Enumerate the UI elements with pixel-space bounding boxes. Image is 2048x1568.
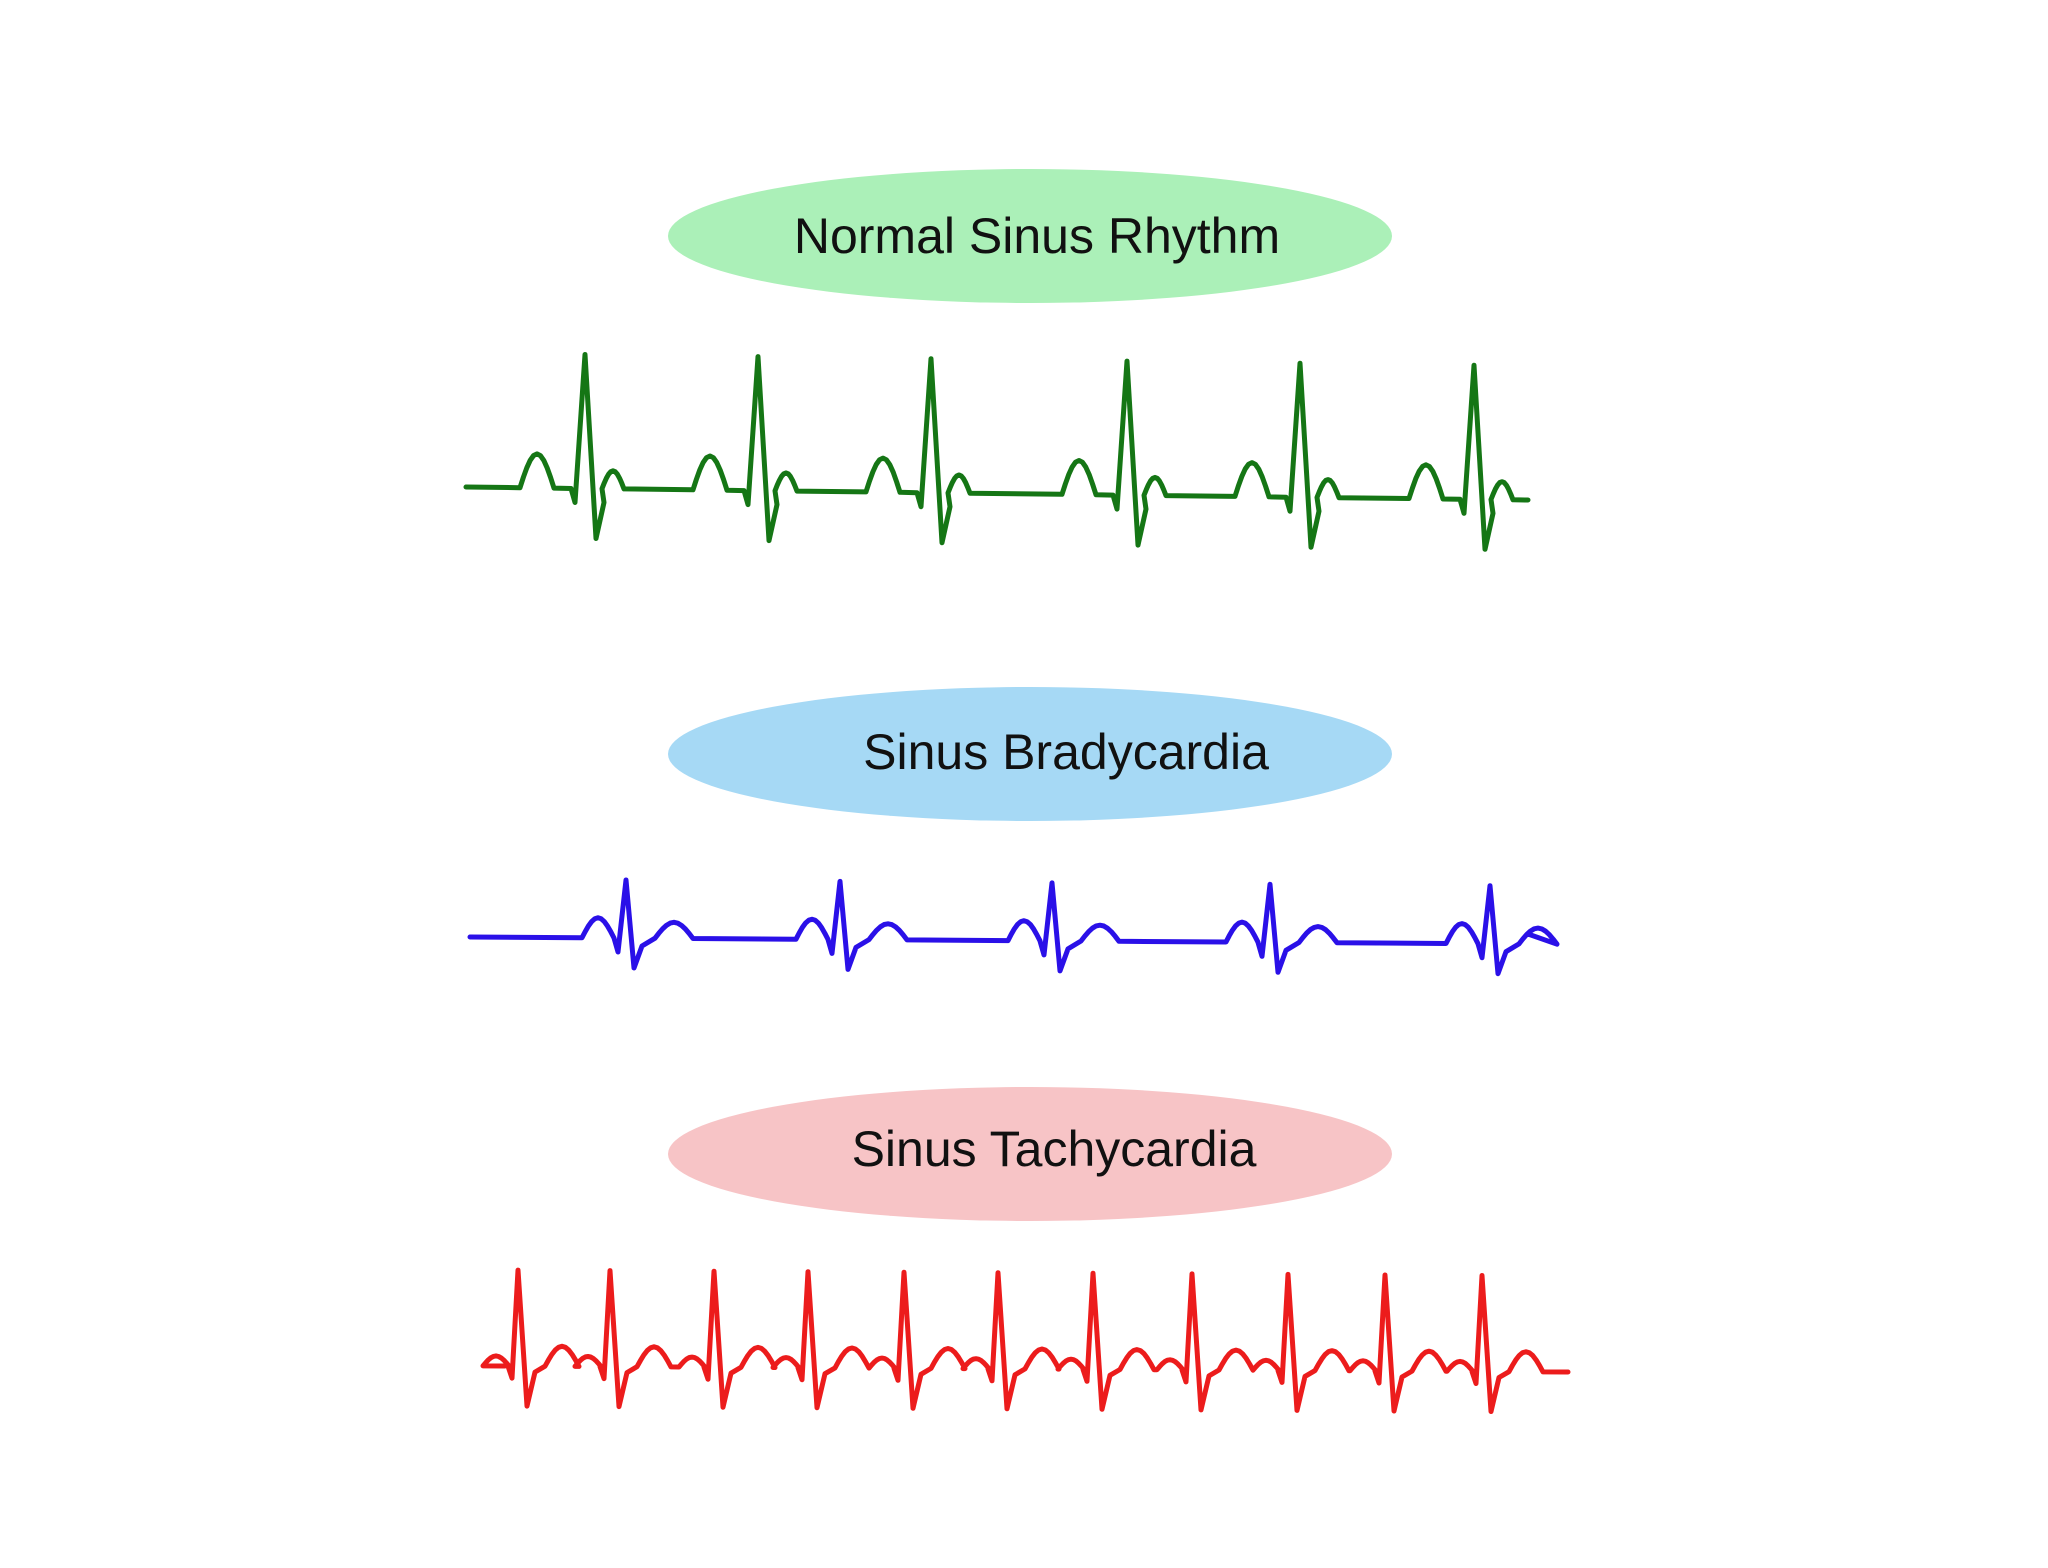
normal-sinus-rhythm-pill [668, 169, 1392, 303]
sinus-bradycardia-pill [668, 687, 1392, 821]
sinus-bradycardia-label: Sinus Bradycardia [863, 724, 1269, 780]
sinus-bradycardia-trace [467, 877, 1560, 977]
sinus-tachycardia-label: Sinus Tachycardia [851, 1121, 1257, 1177]
normal-sinus-rhythm-trace [463, 352, 1531, 552]
normal-sinus-rhythm-label: Normal Sinus Rhythm [793, 208, 1281, 264]
sinus-tachycardia-pill [668, 1087, 1392, 1221]
sinus-tachycardia-trace [480, 1267, 1571, 1414]
